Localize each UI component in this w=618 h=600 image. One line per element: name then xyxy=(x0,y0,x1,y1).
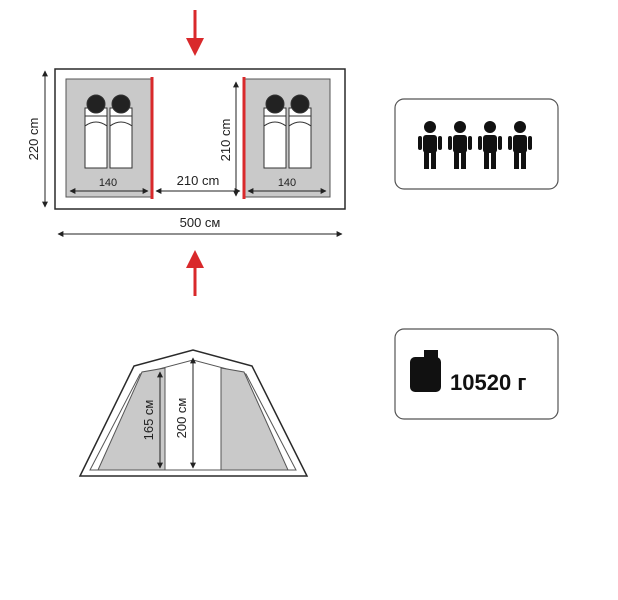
side-height-label: 165 см xyxy=(141,400,156,441)
vestibule-length-label: 210 cm xyxy=(177,173,220,188)
entrance-arrow-top xyxy=(186,10,204,56)
entrance-arrow-bottom xyxy=(186,250,204,296)
person-icons xyxy=(418,121,532,169)
capacity-badge xyxy=(394,98,559,190)
center-height-label: 200 см xyxy=(174,398,189,439)
weight-value: 10520 г xyxy=(450,370,526,395)
person-icon xyxy=(508,121,532,169)
left-room-width-label: 140 xyxy=(99,177,117,189)
right-room-width-label: 140 xyxy=(278,177,296,189)
person-icon xyxy=(418,121,442,169)
floor-plan: 140 140 210 cm 210 cm 220 cm 500 см xyxy=(26,10,346,296)
person-icon xyxy=(478,121,502,169)
side-view: 165 см 200 см xyxy=(78,349,309,477)
person-icon xyxy=(448,121,472,169)
weight-badge: 10520 г xyxy=(394,328,559,420)
total-width-label: 220 cm xyxy=(26,118,41,161)
right-room xyxy=(243,78,331,198)
left-room xyxy=(65,78,153,198)
sleeping-bags-right xyxy=(263,94,312,169)
total-length-label: 500 см xyxy=(180,215,221,230)
sleeping-bags-left xyxy=(84,94,133,169)
weight-icon xyxy=(410,350,441,392)
vestibule-width-label: 210 cm xyxy=(218,119,233,162)
